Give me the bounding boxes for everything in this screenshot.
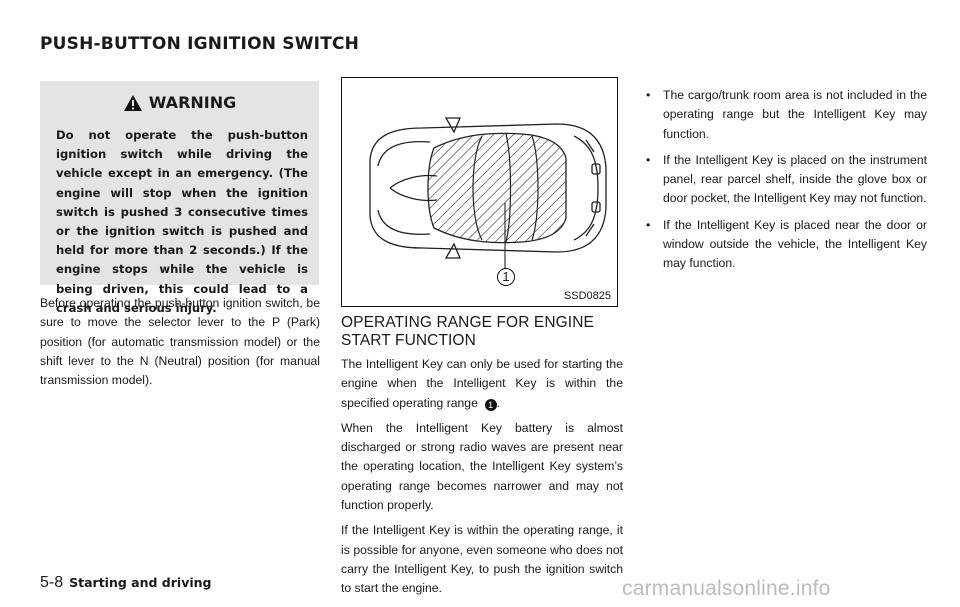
warning-heading-label: WARNING [148, 93, 237, 112]
car-top-view-illustration [369, 117, 607, 269]
right-column: •The cargo/trunk room area is not includ… [643, 86, 927, 281]
warning-heading: WARNING [40, 93, 319, 112]
operating-range-area [427, 132, 567, 244]
list-item: •If the Intelligent Key is placed near t… [646, 217, 927, 271]
page-title: PUSH-BUTTON IGNITION SWITCH [40, 34, 360, 54]
callout-marker-inline: 1 [484, 398, 497, 411]
warning-text: Do not operate the push-button ignition … [56, 128, 308, 315]
page-number: 5-8 [40, 574, 64, 591]
warning-triangle-icon [123, 95, 142, 111]
warning-box: WARNING Do not operate the push-button i… [40, 81, 319, 315]
list-item: •The cargo/trunk room area is not includ… [646, 88, 927, 141]
page-footer: 5-8 Starting and driving [40, 574, 211, 592]
section-name: Starting and driving [69, 575, 212, 590]
section-heading: OPERATING RANGE FOR ENGINE START FUNCTIO… [341, 314, 594, 349]
paragraph-anyone: If the Intelligent Key is within the ope… [341, 523, 623, 596]
paragraph-battery: When the Intelligent Key battery is almo… [341, 420, 623, 513]
list-item: •If the Intelligent Key is placed on the… [646, 152, 927, 206]
left-column: Before operating the push-button ignitio… [40, 294, 320, 396]
watermark: carmanualsonline.info [622, 577, 831, 600]
operating-range-figure: 1 SSD0825 [341, 77, 618, 307]
callout-marker: 1 [497, 268, 515, 286]
middle-column: The Intelligent Key can only be used for… [341, 355, 623, 605]
paragraph-operating-range: The Intelligent Key can only be used for… [341, 357, 623, 411]
figure-code: SSD0825 [563, 290, 611, 302]
ignition-paragraph: Before operating the push-button ignitio… [40, 296, 320, 388]
